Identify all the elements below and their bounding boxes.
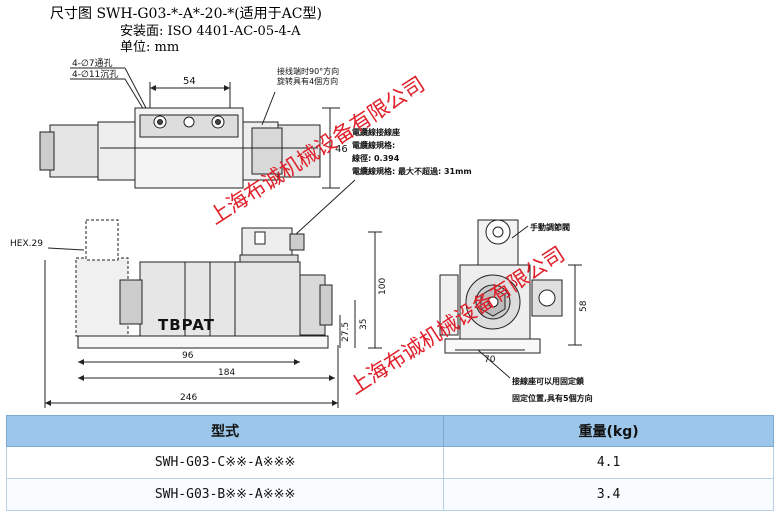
dim-246: 246 (180, 393, 197, 403)
header-model: 型式 (5, 415, 445, 447)
model-cell: SWH-G03-B※※-A※※※ (5, 478, 445, 511)
weight-cell: 3.4 (443, 478, 774, 511)
spec-header-row: 型式 重量(kg) (5, 415, 774, 447)
table-row: SWH-G03-C※※-A※※※ 4.1 (5, 446, 774, 479)
technical-drawing: 4-∅7通孔 4-∅11沉孔 54 46 接线端时90°方向 旋转具有4個方向 … (10, 58, 593, 408)
fix-note-1: 接線座可以用固定鎖 (512, 376, 585, 386)
dim-46: 46 (335, 144, 348, 155)
brand-label: TBPAT (158, 316, 215, 334)
hole-note-through: 4-∅7通孔 (72, 58, 113, 69)
drawing-title: 尺寸图 SWH-G03-*-A*-20-*(适用于AC型) (50, 6, 322, 22)
table-row: SWH-G03-B※※-A※※※ 3.4 (5, 478, 774, 511)
dim-35: 35 (359, 319, 369, 330)
hole-note-counterbore: 4-∅11沉孔 (72, 69, 118, 80)
header-weight: 重量(kg) (443, 415, 774, 447)
dim-54: 54 (183, 76, 196, 87)
dim-100: 100 (378, 278, 388, 295)
watermark-2: 上海布诚机械设备有限公司 (345, 242, 569, 399)
front-view (44, 219, 382, 408)
cable-note-2: 電纜線規格: (352, 140, 395, 150)
cable-note-4: 電纜線規格: 最大不超過: 31mm (352, 166, 472, 176)
dim-184: 184 (218, 368, 235, 378)
fix-note-2: 固定位置,具有5個方向 (512, 393, 593, 403)
hex-label: HEX.29 (10, 239, 43, 249)
rotate-note-1: 接线端时90°方向 (277, 66, 339, 76)
rotate-note-2: 旋转具有4個方向 (277, 76, 338, 86)
dim-27-5: 27.5 (341, 322, 351, 342)
side-view (439, 219, 582, 379)
dim-58: 58 (579, 300, 589, 312)
unit-label: 单位: mm (120, 40, 180, 55)
dim-70: 70 (484, 355, 496, 365)
cable-note-3: 線徑: 0.394 (352, 153, 400, 163)
model-cell: SWH-G03-C※※-A※※※ (5, 446, 445, 479)
weight-cell: 4.1 (443, 446, 774, 479)
top-view (39, 67, 340, 189)
install-surface: 安装面: ISO 4401-AC-05-4-A (120, 24, 301, 39)
dim-96: 96 (182, 351, 194, 361)
spec-table: 型式 重量(kg) SWH-G03-C※※-A※※※ 4.1 SWH-G03-B… (5, 415, 774, 511)
cable-note-1: 電纜線接線座 (352, 127, 400, 137)
manual-valve-note: 手動調節閥 (530, 222, 570, 232)
